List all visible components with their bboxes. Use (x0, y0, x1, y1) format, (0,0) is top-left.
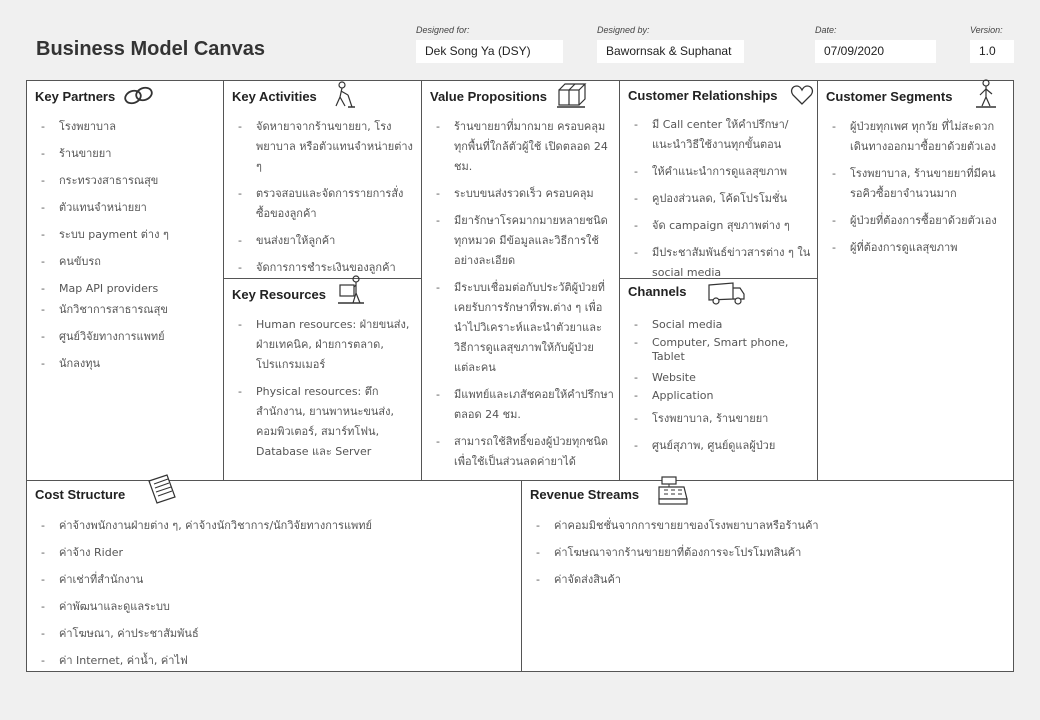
list-item: โรงพยาบาล, ร้านขายยาที่มีคนรอคิวซื้อยาจำ… (832, 164, 1008, 204)
channels-title: Channels (628, 284, 687, 299)
list-item: ร้านขายยาที่มากมาย ครอบคลุมทุกพื้นที่ใกล… (436, 117, 614, 177)
list-item: กระทรวงสาธารณสุข (41, 171, 219, 191)
list-item: Social media (634, 315, 812, 335)
list-item: จัดหายาจากร้านขายยา, โรงพยาบาล หรือตัวแท… (238, 117, 416, 177)
key-partners-title: Key Partners (35, 89, 116, 104)
channels-section[interactable]: Channels Social media Computer, Smart ph… (620, 279, 818, 481)
business-model-canvas: Key Partners โรงพยาบาล ร้านขายยา กระทรวง… (26, 79, 1014, 672)
version-label: Version: (970, 25, 1003, 35)
delivery-truck-icon (708, 282, 745, 305)
standing-person-icon (976, 79, 996, 108)
list-item: ค่า Internet, ค่าน้ำ, ค่าไฟ (41, 651, 511, 671)
list-item: มี Call center ให้คำปรึกษา/แนะนำวิธีใช้ง… (634, 115, 812, 155)
list-item: คูปองส่วนลด, โค้ดโปรโมชั่น (634, 189, 812, 209)
list-item: โรงพยาบาล, ร้านขายยา (634, 409, 812, 429)
revenue-streams-title: Revenue Streams (530, 487, 640, 502)
page-title: Business Model Canvas (36, 38, 265, 60)
list-item: Website (634, 368, 812, 388)
key-resources-title: Key Resources (232, 287, 326, 302)
key-resources-section[interactable]: Key Resources Human resources: ฝ่ายขนส่ง… (224, 275, 422, 481)
date-field[interactable]: 07/09/2020 (815, 40, 936, 63)
list-item: ผู้ป่วยทุกเพศ ทุกวัย ที่ไม่สะดวกเดินทางอ… (832, 117, 1008, 157)
list-item: นักลงทุน (41, 354, 219, 374)
list-item: ตัวแทนจำหน่ายยา (41, 198, 219, 218)
designed-by-field[interactable]: Bawornsak & Suphanat (597, 40, 744, 63)
list-item: ระบบขนส่งรวดเร็ว ครอบคลุม (436, 184, 614, 204)
document-list-icon (148, 474, 176, 504)
list-item: ให้คำแนะนำการดูแลสุขภาพ (634, 162, 812, 182)
list-item: คนขับรถ (41, 252, 219, 272)
list-item: มียารักษาโรคมากมายหลายชนิด ทุกหมวด มีข้อ… (436, 211, 614, 271)
worker-sweeping-icon (335, 81, 355, 108)
list-item: ระบบ payment ต่าง ๆ (41, 225, 219, 245)
list-item: Human resources: ฝ่ายขนส่ง, ฝ่ายเทคนิค, … (238, 315, 416, 375)
list-item: ผู้ป่วยที่ต้องการซื้อยาด้วยตัวเอง (832, 211, 1008, 231)
designed-for-label: Designed for: (416, 25, 470, 35)
list-item: โรงพยาบาล (41, 117, 219, 137)
worker-lifting-box-icon (338, 275, 364, 304)
list-item: ผู้ที่ต้องการดูแลสุขภาพ (832, 238, 1008, 258)
list-item: ค่าเช่าที่สำนักงาน (41, 570, 511, 590)
customer-segments-section[interactable]: Customer Segments ผู้ป่วยทุกเพศ ทุกวัย ท… (818, 79, 1014, 481)
cash-register-icon (658, 476, 688, 505)
key-partners-section[interactable]: Key Partners โรงพยาบาล ร้านขายยา กระทรวง… (27, 81, 224, 481)
value-propositions-title: Value Propositions (430, 89, 548, 104)
version-field[interactable]: 1.0 (970, 40, 1014, 63)
customer-relationships-title: Customer Relationships (628, 88, 778, 103)
heart-icon (790, 85, 814, 105)
list-item: ค่าคอมมิชชั่นจากการขายยาของโรงพยาบาลหรือ… (536, 516, 1002, 536)
list-item: ค่าจัดส่งสินค้า (536, 570, 1002, 590)
gift-box-icon (557, 83, 587, 108)
list-item: ตรวจสอบและจัดการรายการสั่งซื้อของลูกค้า (238, 184, 416, 224)
list-item: มีประชาสัมพันธ์ข่าวสารต่าง ๆ ใน social m… (634, 243, 812, 283)
cost-structure-title: Cost Structure (35, 487, 126, 502)
list-item: สามารถใช้สิทธิ์ของผู้ป่วยทุกชนิดเพื่อใช้… (436, 432, 614, 472)
list-item: ศูนย์วิจัยทางการแพทย์ (41, 327, 219, 347)
list-item: มีระบบเชื่อมต่อกับประวัติผู้ป่วยที่เคยรั… (436, 278, 614, 378)
list-item: จัด campaign สุขภาพต่าง ๆ (634, 216, 812, 236)
list-item: ค่าพัฒนาและดูแลระบบ (41, 597, 511, 617)
list-item: ค่าจ้างพนักงานฝ่ายต่าง ๆ, ค่าจ้างนักวิชา… (41, 516, 511, 536)
date-label: Date: (815, 25, 837, 35)
list-item: Application (634, 386, 812, 406)
list-item: Map API providers (41, 279, 219, 299)
list-item: นักวิชาการสาธารณสุข (41, 300, 219, 320)
cost-structure-section[interactable]: Cost Structure ค่าจ้างพนักงานฝ่ายต่าง ๆ,… (27, 474, 522, 671)
list-item: ศูนย์สุภาพ, ศูนย์ดูแลผู้ป่วย (634, 436, 812, 456)
designed-for-field[interactable]: Dek Song Ya (DSY) (416, 40, 563, 63)
list-item: จัดการการชำระเงินของลูกค้า (238, 258, 416, 278)
list-item: ค่าโฆษณา, ค่าประชาสัมพันธ์ (41, 624, 511, 644)
list-item: มีแพทย์และเภสัชคอยให้คำปรึกษาตลอด 24 ชม. (436, 385, 614, 425)
key-activities-section[interactable]: Key Activities จัดหายาจากร้านขายยา, โรงพ… (224, 81, 422, 279)
revenue-streams-section[interactable]: Revenue Streams ค่าคอมมิชชั่นจากการขายยา… (522, 476, 1014, 671)
key-activities-title: Key Activities (232, 89, 317, 104)
customer-segments-title: Customer Segments (826, 89, 953, 104)
designed-by-label: Designed by: (597, 25, 650, 35)
list-item: Computer, Smart phone, Tablet (634, 336, 812, 364)
chain-links-icon (124, 86, 153, 105)
list-item: ขนส่งยาให้ลูกค้า (238, 231, 416, 251)
value-propositions-section[interactable]: Value Propositions ร้านขายยาที่มากมาย คร… (422, 81, 620, 481)
list-item: ร้านขายยา (41, 144, 219, 164)
list-item: Physical resources: ตึกสำนักงาน, ยานพาหน… (238, 382, 416, 462)
list-item: ค่าโฆษณาจากร้านขายยาที่ต้องการจะโปรโมทสิ… (536, 543, 1002, 563)
customer-relationships-section[interactable]: Customer Relationships มี Call center ให… (620, 81, 818, 279)
list-item: ค่าจ้าง Rider (41, 543, 511, 563)
